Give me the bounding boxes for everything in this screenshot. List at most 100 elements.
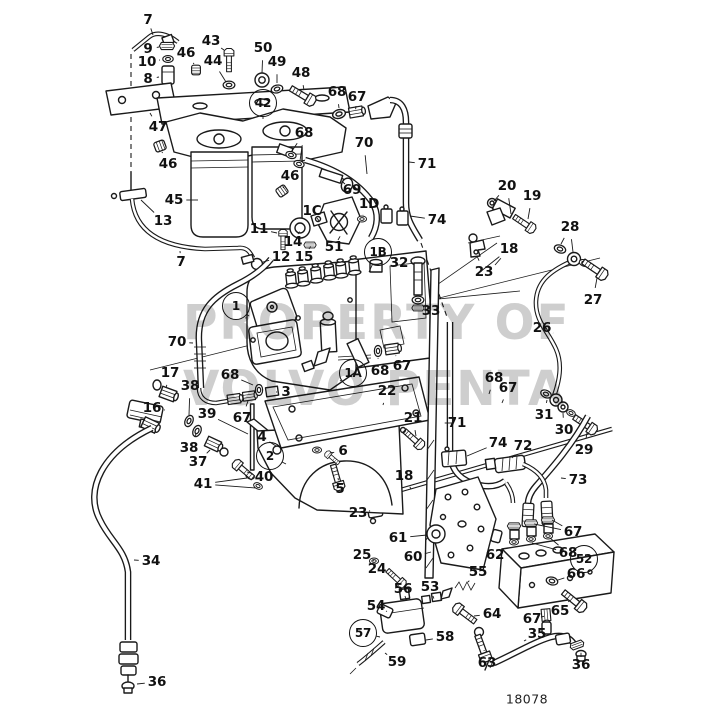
part-callout-74: 74 [427, 212, 447, 228]
part-callout-60: 60 [403, 549, 423, 565]
pump-mounting-bracket-2 [246, 376, 431, 515]
part-callout-35: 35 [527, 626, 547, 642]
fuel-pipe-7-and-fittings [110, 31, 264, 271]
part-callout-18: 18 [394, 468, 414, 484]
part-callout-51: 51 [324, 239, 344, 255]
watermark: PROPERTY OF VOLVO PENTA [183, 290, 571, 422]
assembly-callout-1: 1 [222, 292, 250, 320]
part-callout-48: 48 [291, 65, 311, 81]
assembly-callout-1A: 1A [339, 359, 367, 387]
part-callout-49: 49 [267, 54, 287, 70]
assembly-callout-1B: 1B [364, 238, 392, 266]
part-callout-67: 67 [392, 358, 412, 374]
cover-plate-60 [368, 476, 503, 591]
part-callout-46: 46 [280, 168, 300, 184]
part-callout-4: 4 [257, 429, 267, 445]
part-callout-43: 43 [201, 33, 221, 49]
part-callout-67: 67 [522, 611, 542, 627]
part-callout-23: 23 [474, 264, 494, 280]
part-callout-46: 46 [158, 156, 178, 172]
watermark-line-2: VOLVO PENTA [183, 361, 567, 417]
hose-clamps-74-upper [380, 204, 409, 226]
part-callout-27: 27 [583, 292, 603, 308]
part-callout-3: 3 [281, 384, 291, 400]
leader-lines [133, 28, 598, 685]
part-callout-31: 31 [534, 407, 554, 423]
part-callout-70: 70 [167, 334, 187, 350]
part-callout-39: 39 [197, 406, 217, 422]
part-callout-7: 7 [176, 254, 186, 270]
part-callout-67: 67 [347, 89, 367, 105]
part-callout-15: 15 [294, 249, 314, 265]
part-callout-30: 30 [554, 422, 574, 438]
part-callout-68: 68 [327, 84, 347, 100]
part-callout-71: 71 [417, 156, 437, 172]
part-callout-47: 47 [148, 119, 168, 135]
part-callout-37: 37 [188, 454, 208, 470]
pipe-clamp-cluster [467, 197, 539, 258]
part-callout-56: 56 [393, 581, 413, 597]
fuel-hose-71-upper [330, 96, 423, 242]
part-callout-46: 46 [176, 45, 196, 61]
part-callout-23: 23 [348, 505, 368, 521]
fuel-hose-70-upper [304, 156, 381, 240]
part-callout-58: 58 [435, 629, 455, 645]
part-callout-24: 24 [367, 561, 387, 577]
part-callout-9: 9 [143, 41, 153, 57]
part-callout-1C: 1C [302, 203, 322, 219]
part-callout-10: 10 [137, 54, 157, 70]
part-callout-11: 11 [249, 221, 269, 237]
assembly-callout-2: 2 [256, 442, 284, 470]
part-callout-62: 62 [485, 547, 505, 563]
part-callout-38: 38 [179, 440, 199, 456]
part-callout-63: 63 [477, 655, 497, 671]
part-callout-33: 33 [421, 303, 441, 319]
part-callout-67: 67 [563, 524, 583, 540]
part-callout-70: 70 [354, 135, 374, 151]
part-callout-21: 21 [403, 410, 423, 426]
part-callout-74: 74 [488, 435, 508, 451]
part-callout-64: 64 [482, 606, 502, 622]
part-callout-29: 29 [574, 442, 594, 458]
part-callout-71: 71 [447, 415, 467, 431]
part-callout-18: 18 [499, 241, 519, 257]
part-callout-69: 69 [342, 182, 362, 198]
part-callout-68: 68 [370, 363, 390, 379]
part-callout-54: 54 [366, 598, 386, 614]
part-callout-17: 17 [160, 365, 180, 381]
part-callout-36: 36 [147, 674, 167, 690]
part-callout-25: 25 [352, 547, 372, 563]
figure-number: 18078 [505, 691, 549, 707]
smoke-limiter-parts [278, 168, 368, 251]
assembly-callout-42: 42 [249, 89, 277, 117]
part-callout-14: 14 [283, 234, 303, 250]
part-callout-68: 68 [294, 125, 314, 141]
part-callout-40: 40 [254, 469, 274, 485]
part-callout-12: 12 [271, 249, 291, 265]
part-callout-50: 50 [253, 40, 273, 56]
pump-inlet-fittings-left [194, 256, 280, 406]
part-callout-5: 5 [335, 481, 345, 497]
part-callout-68: 68 [484, 370, 504, 386]
solenoid-valve-57 [349, 581, 476, 675]
part-callout-61: 61 [388, 530, 408, 546]
part-callout-32: 32 [389, 255, 409, 271]
part-callout-53: 53 [420, 579, 440, 595]
part-callout-55: 55 [468, 564, 488, 580]
part-callout-28: 28 [560, 219, 580, 235]
part-callout-1D: 1D [358, 196, 380, 212]
part-callout-26: 26 [532, 320, 552, 336]
part-callout-67: 67 [498, 380, 518, 396]
part-callout-44: 44 [203, 53, 223, 69]
part-callout-13: 13 [153, 213, 173, 229]
part-callout-72: 72 [513, 438, 533, 454]
part-callout-38: 38 [180, 378, 200, 394]
fuel-pipe-26 [533, 242, 611, 437]
part-callout-6: 6 [338, 443, 348, 459]
fuel-hose-34 [91, 416, 163, 694]
assembly-callout-52: 52 [570, 545, 598, 573]
part-callout-45: 45 [164, 192, 184, 208]
assembly-callout-57: 57 [349, 619, 377, 647]
